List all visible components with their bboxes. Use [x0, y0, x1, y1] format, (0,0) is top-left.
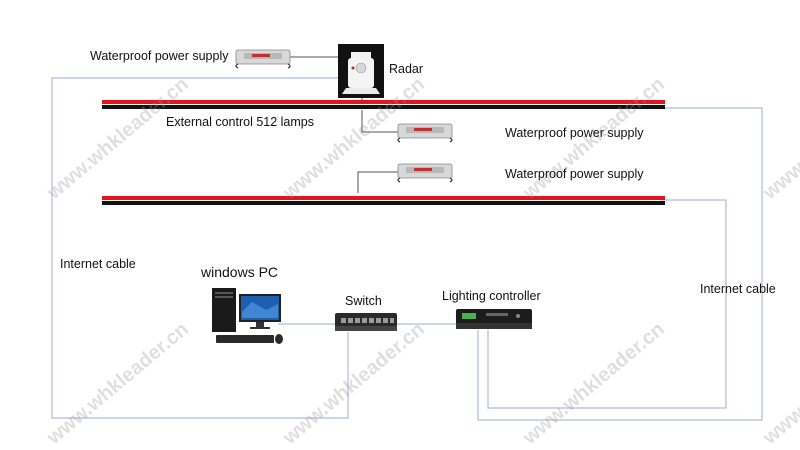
- radar-sensor-icon: [338, 44, 384, 98]
- led-strip-bottom: [102, 196, 665, 205]
- label-power-supply-top: Waterproof power supply: [90, 49, 229, 63]
- power-supply-icon: [397, 123, 453, 143]
- watermark: www.whkleader.cn: [278, 318, 429, 449]
- power-supply-icon: [397, 163, 453, 183]
- network-switch-icon: [335, 313, 397, 331]
- led-strip-top-black: [102, 105, 665, 109]
- label-switch: Switch: [345, 294, 382, 308]
- label-lighting-controller: Lighting controller: [442, 289, 541, 303]
- watermark: www.whkleader.cn: [42, 73, 193, 204]
- label-radar: Radar: [389, 62, 424, 76]
- internet-cable-left: [51, 77, 349, 419]
- wire-psu-low-strip: [357, 171, 398, 193]
- led-strip-bottom-black: [102, 201, 665, 205]
- power-wires: [290, 56, 398, 193]
- lighting-controller-icon: [456, 309, 532, 329]
- label-internet-cable-right: Internet cable: [700, 282, 776, 296]
- label-external-lamps: External control 512 lamps: [166, 115, 314, 129]
- watermark: www.whkleader.cn: [758, 318, 800, 449]
- led-strip-top-red: [102, 100, 665, 104]
- label-power-supply-low: Waterproof power supply: [505, 167, 644, 181]
- wire-strip-psu-mid: [361, 110, 398, 133]
- label-internet-cable-left: Internet cable: [60, 257, 136, 271]
- label-windows-pc: windows PC: [201, 264, 279, 280]
- label-power-supply-mid: Waterproof power supply: [505, 126, 644, 140]
- watermark: www.whkleader.cn: [758, 73, 800, 204]
- internet-cables: [51, 77, 763, 421]
- watermark: www.whkleader.cn: [518, 318, 669, 449]
- internet-cable-right: [477, 107, 763, 421]
- power-supply-icon: [235, 49, 291, 69]
- internet-cable-controller-lamps: [487, 199, 727, 409]
- led-strip-top: [102, 100, 665, 109]
- watermark: www.whkleader.cn: [42, 318, 193, 449]
- led-strip-bottom-red: [102, 196, 665, 200]
- desktop-computer-icon: [212, 288, 283, 344]
